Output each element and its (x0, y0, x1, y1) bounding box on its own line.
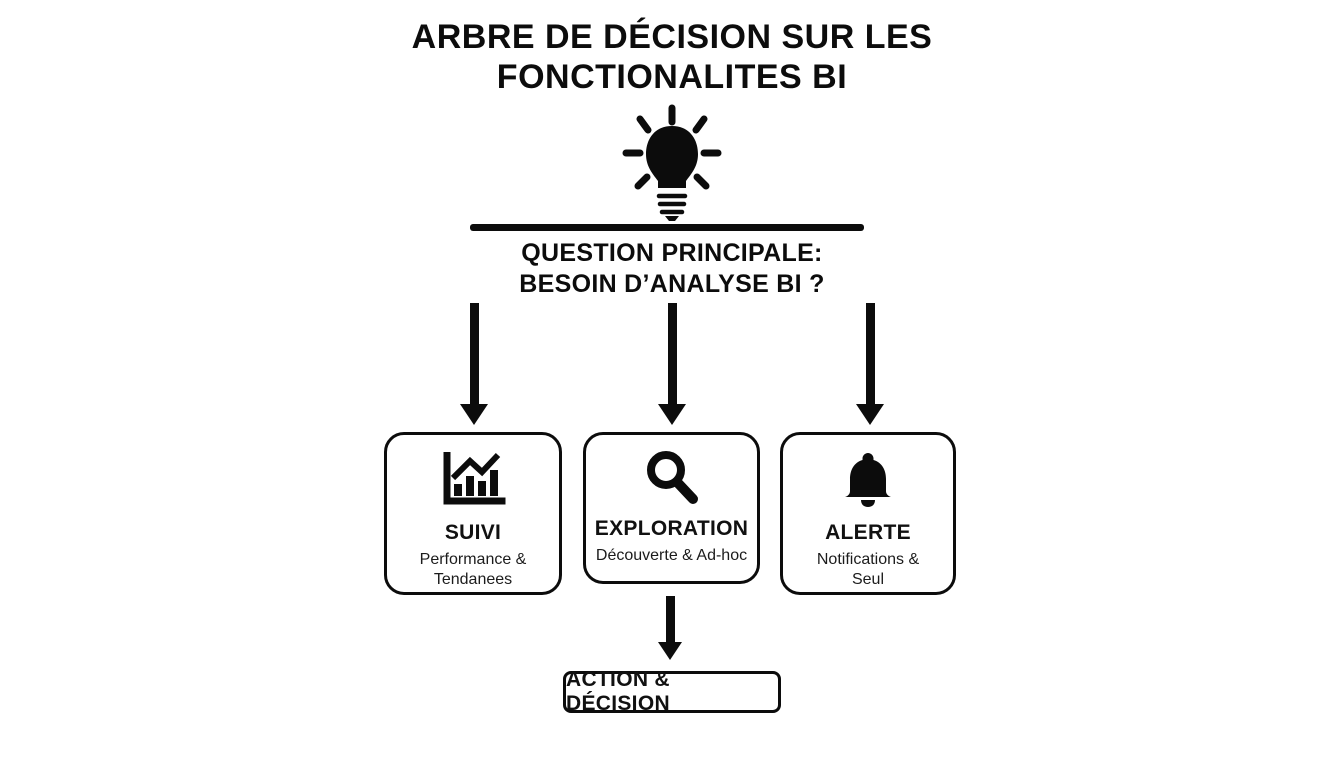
page-title-line1: ARBRE DE DÉCISION SUR LES (411, 18, 933, 56)
arrow-down-to-exploration (658, 303, 686, 425)
branch-title-exploration: EXPLORATION (594, 517, 749, 540)
arrow-down-to-alerte (856, 303, 884, 425)
page-title-line2: FONCTIONALITES BI (496, 57, 848, 96)
branch-subtitle-line: Seul (851, 571, 884, 588)
arrow-head (460, 404, 488, 425)
arrow-shaft (469, 303, 479, 404)
outcome-box-action-decision: ACTION & DÉCISION (563, 668, 781, 715)
outcome-label: ACTION & DÉCISION (566, 668, 670, 715)
question-line2: BESOIN D’ANALYSE BI ? (519, 269, 825, 298)
arrow-shaft (667, 303, 677, 404)
arrow-shaft (665, 596, 675, 642)
branch-box-alerte: ALERTE Notifications & Seul (780, 432, 956, 595)
arrow-down-to-suivi (460, 303, 488, 425)
branch-subtitle-exploration: Découverte & Ad-hoc (596, 546, 747, 566)
branch-subtitle-line: Notifications & (816, 551, 920, 568)
branch-subtitle-line: Découverte & Ad-hoc (595, 547, 748, 564)
magnifier-icon (643, 448, 701, 508)
light-bulb-icon (602, 104, 742, 222)
arrow-head (856, 404, 884, 425)
bell-icon (842, 448, 894, 512)
branch-title-alerte: ALERTE (825, 521, 911, 544)
question-text: QUESTION PRINCIPALE: BESOIN D’ANALYSE BI… (0, 238, 1344, 299)
page-title: ARBRE DE DÉCISION SUR LES FONCTIONALITES… (0, 18, 1344, 98)
bar-chart-icon (440, 448, 506, 512)
branch-box-exploration: EXPLORATION Découverte & Ad-hoc (583, 432, 760, 584)
branch-subtitle-line: Tendanees (433, 571, 513, 588)
divider-line (470, 224, 864, 231)
arrow-down-to-action (658, 596, 682, 660)
branch-box-suivi: SUIVI Performance & Tendanees (384, 432, 562, 595)
branch-subtitle-suivi: Performance & Tendanees (420, 550, 527, 590)
branch-subtitle-alerte: Notifications & Seul (817, 550, 919, 590)
branch-title-suivi: SUIVI (444, 521, 502, 544)
arrow-head (658, 404, 686, 425)
question-line1: QUESTION PRINCIPALE: (521, 239, 823, 267)
branch-subtitle-line: Performance & (419, 551, 527, 568)
arrow-head (658, 642, 682, 660)
arrow-shaft (865, 303, 875, 404)
